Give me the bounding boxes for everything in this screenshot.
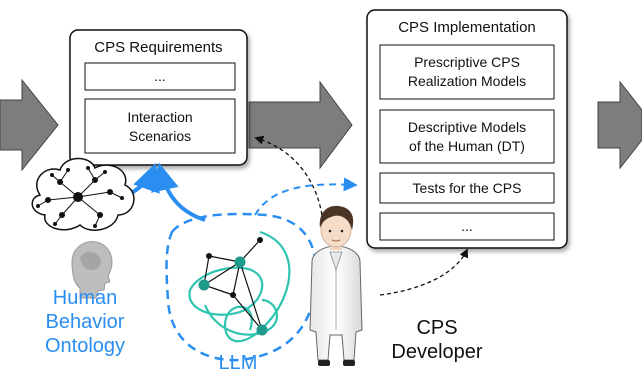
- human-head-icon: [71, 241, 113, 299]
- ontology-cloud-icon: [31, 157, 135, 231]
- text-line: of the Human (DT): [409, 138, 525, 154]
- developer-to-requirements-arrow: [254, 135, 323, 216]
- text-line: Prescriptive CPS: [414, 54, 520, 70]
- implementation-item-descriptive: Descriptive Models of the Human (DT): [379, 109, 555, 164]
- implementation-box: CPS Implementation Prescriptive CPS Reali…: [366, 9, 568, 249]
- llm-boundary: [165, 212, 318, 362]
- text-line: Descriptive Models: [408, 119, 526, 135]
- flow-arrow-left: [0, 78, 59, 172]
- implementation-item-ellipsis-text: ...: [461, 218, 473, 234]
- developer-figure-icon: [309, 205, 363, 366]
- requirements-item-ellipsis: ...: [84, 62, 236, 91]
- implementation-item-tests-text: Tests for the CPS: [413, 180, 522, 196]
- requirements-title: CPS Requirements: [94, 39, 222, 56]
- text-line: Interaction: [127, 109, 192, 125]
- implementation-title: CPS Implementation: [398, 19, 536, 36]
- text-line: Ontology: [45, 335, 125, 357]
- llm-to-requirements-arrow: [151, 162, 206, 222]
- implementation-item-ellipsis: ...: [379, 212, 555, 241]
- flow-arrow-right: [597, 80, 642, 170]
- llm-label: LLM: [219, 352, 258, 374]
- text-line: Scenarios: [129, 128, 191, 144]
- developer-to-implementation-arrow: [379, 248, 468, 296]
- implementation-item-tests: Tests for the CPS: [379, 172, 555, 204]
- implementation-item-prescriptive-text: Prescriptive CPS Realization Models: [408, 54, 526, 89]
- requirements-item-ellipsis-text: ...: [154, 68, 166, 84]
- llm-network-graph: [188, 230, 291, 343]
- text-line: CPS: [416, 317, 457, 339]
- text-line: Developer: [391, 341, 483, 363]
- flow-arrow-middle: [248, 80, 353, 170]
- implementation-item-prescriptive: Prescriptive CPS Realization Models: [379, 44, 555, 100]
- implementation-item-descriptive-text: Descriptive Models of the Human (DT): [408, 119, 526, 154]
- text-line: Realization Models: [408, 73, 526, 89]
- text-line: Behavior: [46, 311, 125, 333]
- text-line: Human: [53, 287, 117, 309]
